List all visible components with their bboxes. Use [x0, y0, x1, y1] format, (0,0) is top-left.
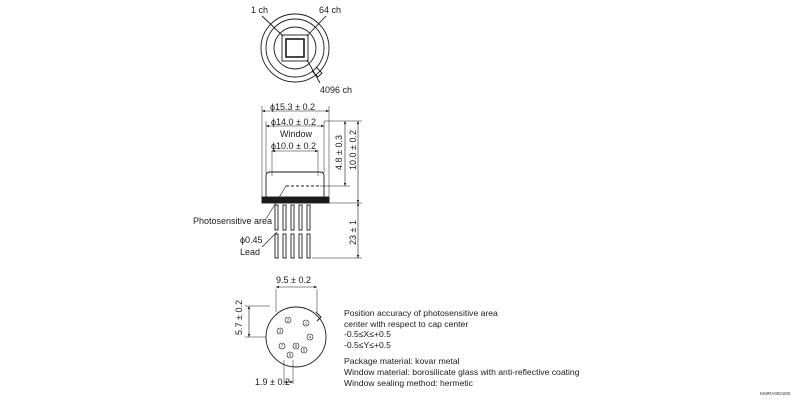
top-view-sensor-outer [281, 34, 309, 62]
lead-2 [282, 204, 287, 231]
leader-lead [261, 231, 278, 248]
bottom-view-outline [265, 306, 327, 368]
window-label: Window [280, 129, 313, 139]
pin-number-2: 2 [287, 318, 290, 323]
dim-window-label: ϕ10.0 ± 0.2 [271, 141, 316, 151]
top-view-window [273, 26, 317, 70]
note-line-2: center with respect to cap center [344, 318, 469, 329]
pin-4 [306, 333, 314, 341]
bottom-view [245, 285, 327, 384]
lead-4b [298, 233, 303, 259]
lead-5 [306, 204, 311, 231]
pin-number-6: 6 [289, 353, 292, 358]
pin-number-1: 1 [305, 321, 308, 326]
note-line-4: -0.5≤Y≤+0.5 [344, 339, 391, 350]
pin-5 [300, 346, 308, 354]
cap-body [265, 171, 325, 198]
lead-1 [274, 204, 279, 231]
leader-photosensitive [265, 185, 287, 220]
dim-pin-span-label: 9.5 ± 0.2 [276, 275, 311, 285]
lead-3b [290, 233, 295, 259]
flange [261, 196, 330, 204]
bottom-index-tab [315, 311, 322, 322]
lead-5b [306, 233, 311, 259]
note-line-5: Package material: kovar metal [344, 356, 460, 367]
top-view-outer-flange [260, 13, 330, 83]
pin-number-7: 7 [281, 344, 284, 349]
dim-offset-x-label: 1.9 ± 0.2 [255, 377, 290, 387]
dim-lead-length-label: 23 ± 1 [348, 220, 358, 245]
photosensitive-area-label: Photosensitive area [193, 216, 272, 226]
pin-1 [302, 319, 310, 327]
lead-dia-label: ϕ0.45 [240, 235, 263, 245]
top-view-sensor-inner [285, 38, 305, 58]
note-line-1: Position accuracy of photosensitive area [344, 308, 498, 318]
lead-4 [298, 204, 303, 231]
label-64ch: 64 ch [319, 5, 341, 15]
pin-number-3: 3 [279, 329, 282, 334]
pin-3 [276, 327, 284, 335]
pin-number-5: 5 [303, 348, 306, 353]
pin-8 [292, 342, 300, 350]
pin-7 [278, 342, 286, 350]
pin-6 [286, 351, 294, 359]
top-view-cap [265, 18, 325, 78]
pin-number-8: 8 [295, 344, 298, 349]
top-view [260, 13, 330, 84]
pin-number-4: 4 [309, 335, 312, 340]
dim-offset-y-label: 5.7 ± 0.2 [234, 300, 244, 335]
note-line-3: -0.5≤X≤+0.5 [344, 329, 391, 340]
dim-outer-label: ϕ15.3 ± 0.2 [270, 102, 315, 112]
lead-label: Lead [240, 247, 260, 257]
note-line-6: Window material: borosilicate glass with… [344, 366, 580, 377]
drawing-code: KMIRA0021EB [760, 391, 791, 396]
note-line-7: Window sealing method: hermetic [344, 377, 473, 388]
leads [274, 204, 311, 259]
leader-4096ch [306, 59, 321, 84]
dim-height-cap-label: 10.0 ± 0.2 [348, 130, 358, 170]
notes-block: Position accuracy of photosensitive area… [344, 308, 579, 388]
lead-1b [274, 233, 279, 259]
leader-64ch [306, 15, 327, 37]
label-1ch: 1 ch [251, 5, 268, 15]
pin-2 [284, 316, 292, 324]
bottom-pins [276, 316, 314, 359]
dim-height-window-label: 4.8 ± 0.3 [334, 135, 344, 170]
leader-1ch [261, 15, 284, 37]
label-4096ch: 4096 ch [320, 85, 352, 95]
side-view [261, 106, 362, 259]
lead-3 [290, 204, 295, 231]
lead-2b [282, 233, 287, 259]
dim-cap-label: ϕ14.0 ± 0.2 [271, 117, 316, 127]
